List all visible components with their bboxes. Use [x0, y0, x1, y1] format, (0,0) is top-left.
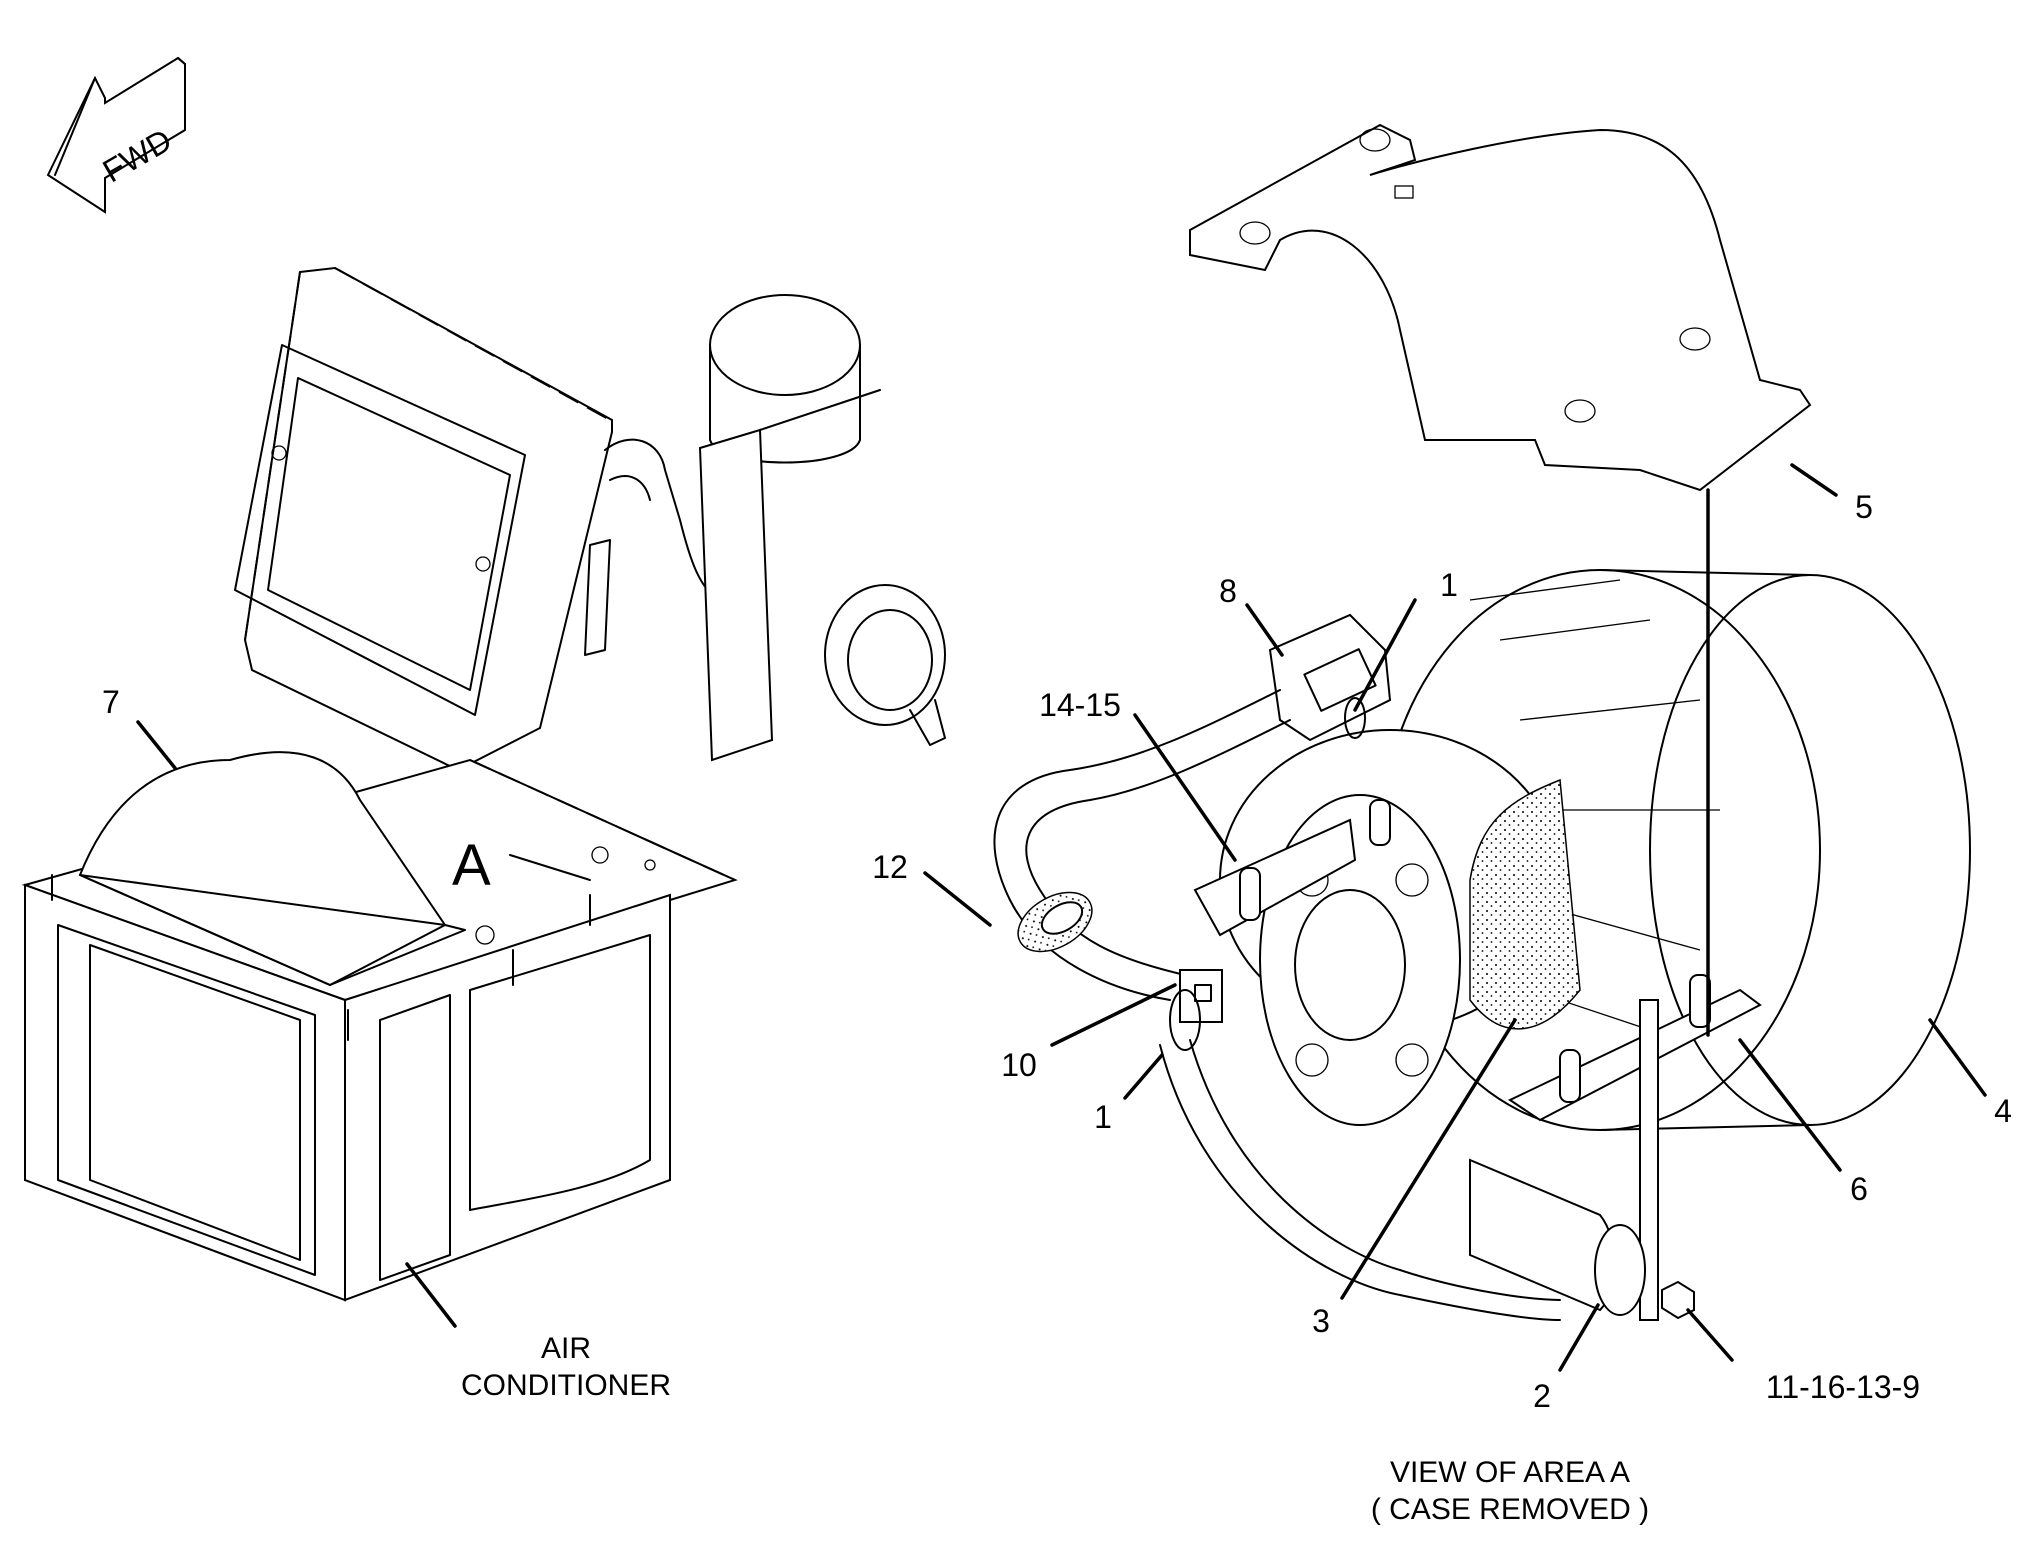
leader-3	[1340, 1018, 1517, 1300]
detail-view-area-a	[993, 123, 1971, 1321]
callout-8: 8	[1219, 573, 1237, 609]
area-a-marker: A	[452, 833, 491, 898]
air-conditioner-caption-line2: CONDITIONER	[461, 1369, 671, 1402]
air-conditioner-assembly	[21, 266, 946, 1302]
leader-8	[1245, 603, 1284, 657]
detail-view-caption-line1: VIEW OF AREA A	[1390, 1456, 1630, 1489]
leader-1-lower	[1123, 1053, 1164, 1100]
callout-2: 2	[1533, 1378, 1551, 1414]
leader-10	[1050, 983, 1177, 1047]
leader-1-upper	[1353, 598, 1417, 712]
detail-view-caption-line2: ( CASE REMOVED )	[1371, 1493, 1649, 1526]
callout-5: 5	[1855, 489, 1873, 525]
callout-11-16-13-9: 11-16-13-9	[1766, 1369, 1920, 1405]
leader-2	[1558, 1303, 1600, 1372]
fwd-arrow-icon: FWD	[46, 56, 186, 214]
leader-air-conditioner	[405, 1262, 457, 1328]
leader-14-15	[1133, 713, 1237, 862]
leader-5	[1790, 463, 1838, 497]
callout-12: 12	[872, 849, 908, 885]
leader-11-16-13-9	[1686, 1308, 1734, 1362]
callout-6: 6	[1850, 1171, 1868, 1207]
callout-3: 3	[1312, 1303, 1330, 1339]
callout-1-upper: 1	[1440, 567, 1458, 603]
leader-4	[1928, 1018, 1987, 1097]
callout-14-15: 14-15	[1039, 687, 1121, 723]
callout-10: 10	[1001, 1047, 1037, 1083]
leader-6	[1738, 1038, 1842, 1172]
callout-1-lower: 1	[1094, 1099, 1112, 1135]
callout-7: 7	[102, 684, 120, 720]
leader-12	[923, 871, 992, 927]
callout-4: 4	[1994, 1093, 2012, 1129]
air-conditioner-caption-line1: AIR	[541, 1332, 591, 1365]
leader-7	[136, 720, 177, 770]
